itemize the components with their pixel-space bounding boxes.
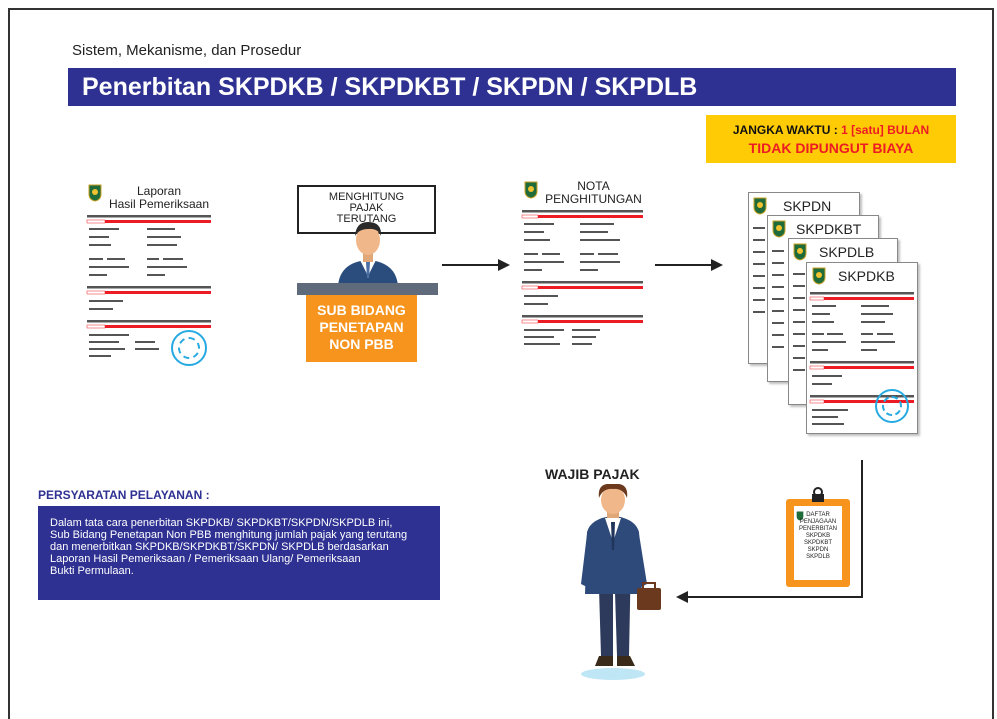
desk-top [297, 283, 438, 295]
taxpayer-figure [581, 484, 661, 680]
report-title: Laporan Hasil Pemeriksaan [105, 185, 213, 211]
document-lines [521, 210, 643, 345]
output-doc-title: SKPDKB [838, 268, 895, 284]
emblem-icon [812, 267, 826, 285]
sign-line3: TERUTANG [336, 213, 397, 225]
deadline-value: 1 [satu] BULAN [841, 123, 930, 137]
desk-line1: SUB BIDANG [317, 302, 406, 318]
checklist-line: PENJAGAAN [799, 519, 837, 525]
arrow-right-icon [442, 259, 510, 271]
nota-document: NOTA PENGHITUNGAN [520, 178, 645, 358]
emblem-icon [796, 511, 804, 521]
checklist-line: SKPDKB [805, 533, 831, 539]
deadline-box: JANGKA WAKTU : 1 [satu] BULAN TIDAK DIPU… [706, 115, 956, 163]
report-title-line1: Laporan [136, 184, 182, 198]
nota-title-line2: PENGHITUNGAN [545, 192, 642, 206]
checklist-text: DAFTAR PENJAGAAN PENERBITAN SKPDKB SKPDK… [794, 512, 842, 561]
desk-line3: NON PBB [329, 336, 394, 352]
checklist-line: PENERBITAN [799, 526, 837, 532]
deadline-separator: : [830, 123, 842, 137]
document-lines [86, 215, 211, 357]
page-title: Penerbitan SKPDKB / SKPDKBT / SKPDN / SK… [82, 73, 698, 101]
checklist-line: DAFTAR [806, 512, 830, 518]
page-subtitle: Sistem, Mekanisme, dan Prosedur [72, 42, 302, 59]
output-doc-title: SKPDN [783, 198, 832, 214]
fee-note: TIDAK DIPUNGUT BIAYA [748, 140, 914, 156]
emblem-icon [753, 197, 767, 215]
arrow-right-icon [655, 259, 723, 271]
sign-line1: MENGHITUNG [328, 191, 405, 203]
desk-front: SUB BIDANG PENETAPAN NON PBB [306, 295, 417, 362]
report-document: Laporan Hasil Pemeriksaan [85, 182, 213, 372]
requirements-box: Dalam tata cara penerbitan SKPDKB/ SKPDK… [38, 506, 440, 600]
deadline-label: JANGKA WAKTU [732, 123, 831, 137]
emblem-icon [772, 220, 786, 238]
document-lines [809, 292, 914, 425]
desk-line2: PENETAPAN [319, 319, 404, 335]
officer-figure [338, 222, 398, 286]
deadline-line: JANGKA WAKTU : 1 [satu] BULAN [706, 123, 956, 137]
requirements-line: Dalam tata cara penerbitan SKPDKB/ SKPDK… [50, 517, 393, 529]
output-doc-title: SKPDKBT [796, 221, 862, 237]
requirements-line: Laporan Hasil Pemeriksaan / Pemeriksaan … [50, 553, 361, 565]
checklist-line: SKPDN [807, 547, 829, 553]
output-doc-title: SKPDLB [819, 244, 875, 260]
requirements-line: Sub Bidang Penetapan Non PBB menghitung … [50, 529, 408, 541]
checklist-line: SKPDLB [806, 554, 830, 560]
title-banner [68, 68, 956, 106]
requirements-line: Bukti Permulaan. [50, 565, 134, 577]
report-title-line2: Hasil Pemeriksaan [108, 197, 210, 211]
emblem-icon [524, 181, 538, 199]
return-arrow-icon [676, 460, 863, 603]
emblem-icon [793, 243, 807, 261]
emblem-icon [88, 184, 102, 202]
sign-line2: PAJAK [349, 202, 384, 214]
stamp-icon [171, 330, 207, 366]
page-frame [8, 8, 994, 719]
requirements-title: PERSYARATAN PELAYANAN : [38, 488, 210, 502]
stamp-icon [875, 389, 909, 423]
document-lines [753, 227, 765, 313]
document-lines [772, 250, 784, 348]
document-lines [793, 273, 805, 371]
taxpayer-label: WAJIB PAJAK [545, 466, 640, 482]
checklist-line: SKPDKBT [803, 540, 832, 546]
requirements-line: dan menerbitkan SKPDKB/SKPDKBT/SKPDN/ SK… [50, 541, 389, 553]
output-document: SKPDKB [806, 262, 918, 434]
nota-title: NOTA PENGHITUNGAN [542, 180, 645, 206]
clip-icon [812, 487, 824, 502]
nota-title-line1: NOTA [577, 179, 610, 193]
